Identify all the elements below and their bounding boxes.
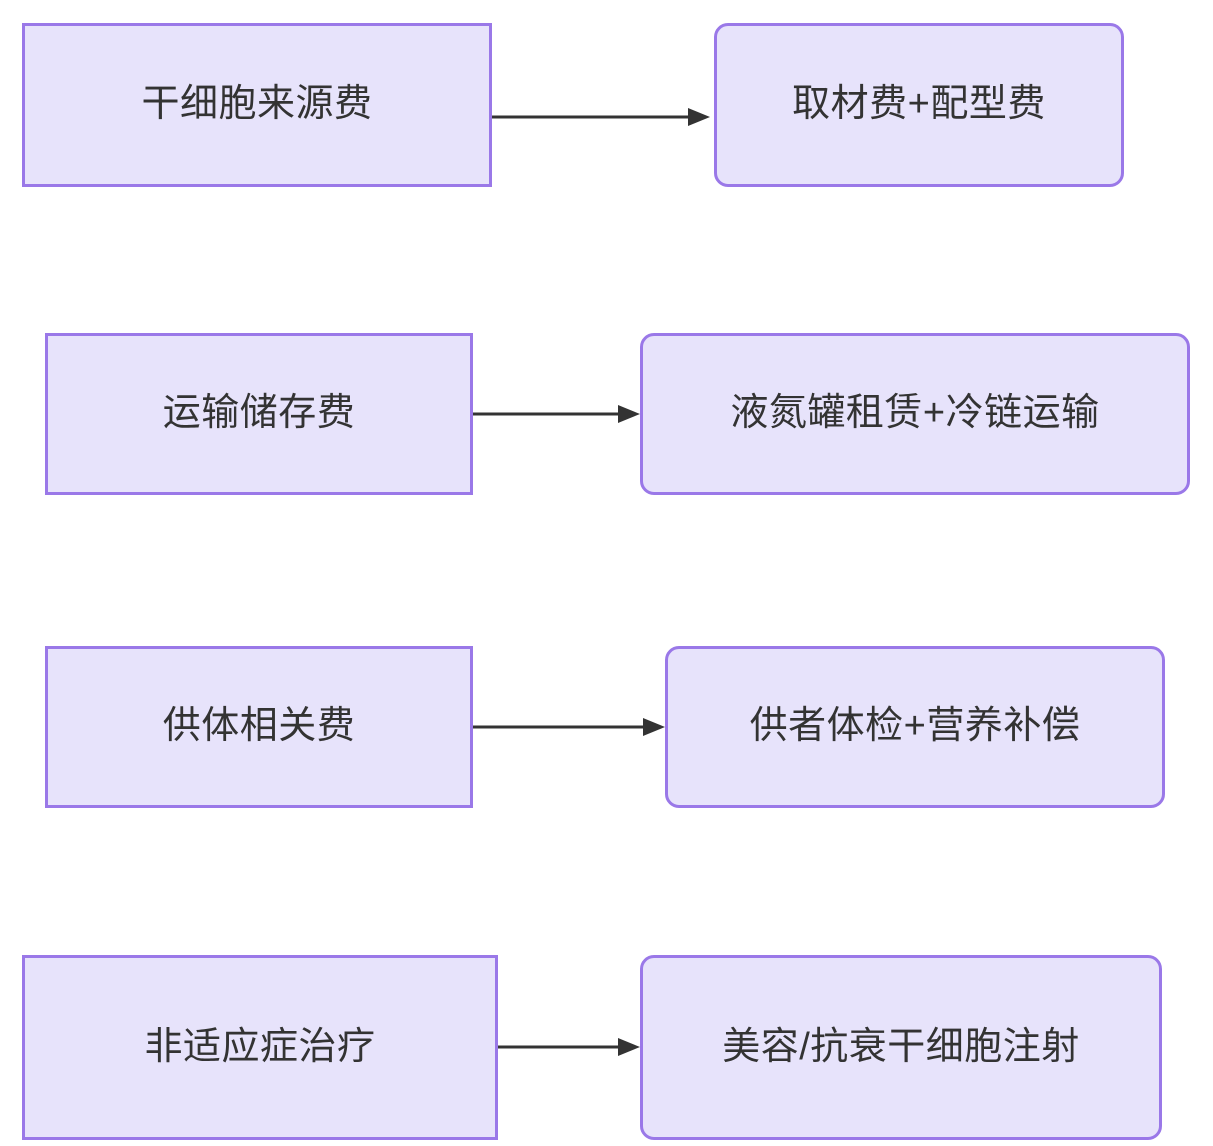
arrowhead-icon bbox=[688, 108, 710, 126]
node-label: 运输储存费 bbox=[162, 392, 356, 435]
node-label: 供者体检+营养补偿 bbox=[749, 705, 1081, 748]
node-donor-related-fee[interactable]: 供体相关费 bbox=[45, 646, 473, 808]
node-donor-exam-nutrition-compensation[interactable]: 供者体检+营养补偿 bbox=[665, 646, 1165, 808]
node-label: 干细胞来源费 bbox=[141, 83, 373, 126]
arrowhead-icon bbox=[618, 405, 640, 423]
node-label: 液氮罐租赁+冷链运输 bbox=[730, 392, 1100, 435]
node-cosmetic-antiaging-injection[interactable]: 美容/抗衰干细胞注射 bbox=[640, 955, 1162, 1140]
node-label: 非适应症治疗 bbox=[144, 1025, 376, 1068]
arrowhead-icon bbox=[643, 718, 665, 736]
node-stem-cell-source-fee[interactable]: 干细胞来源费 bbox=[22, 23, 492, 187]
node-transport-storage-fee[interactable]: 运输储存费 bbox=[45, 333, 473, 495]
arrowhead-icon bbox=[618, 1038, 640, 1056]
node-off-label-treatment[interactable]: 非适应症治疗 bbox=[22, 955, 498, 1140]
node-label: 取材费+配型费 bbox=[792, 83, 1046, 126]
node-nitrogen-tank-cold-chain[interactable]: 液氮罐租赁+冷链运输 bbox=[640, 333, 1190, 495]
node-collection-and-matching-fee[interactable]: 取材费+配型费 bbox=[714, 23, 1124, 187]
node-label: 美容/抗衰干细胞注射 bbox=[722, 1025, 1080, 1068]
node-label: 供体相关费 bbox=[162, 705, 356, 748]
